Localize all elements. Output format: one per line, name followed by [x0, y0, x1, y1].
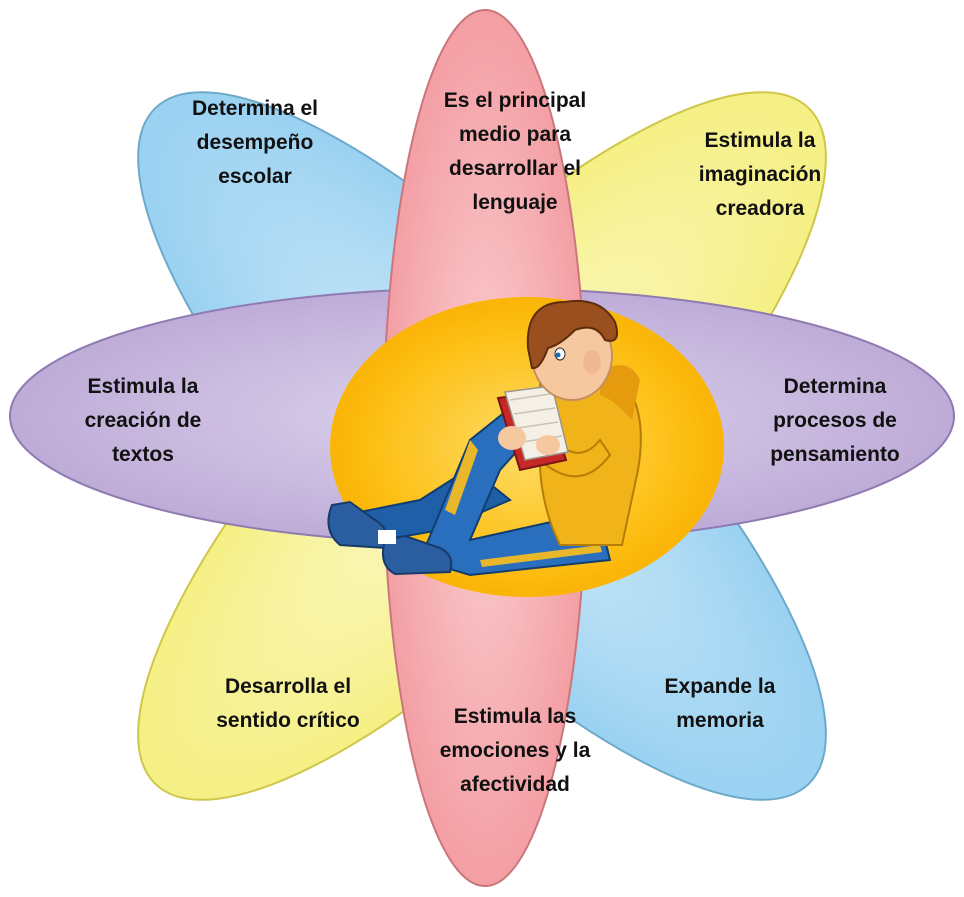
- petal-line: Desarrolla el: [224, 675, 352, 698]
- petal-line: textos: [112, 443, 174, 466]
- petal-label-left: Estimula la creación de textos: [48, 370, 238, 472]
- petal-line: Determina: [783, 375, 887, 398]
- petal-line: creadora: [715, 197, 805, 220]
- petal-line: Estimula la: [704, 129, 816, 152]
- petal-label-bottom-right: Expande la memoria: [630, 670, 810, 738]
- petal-line: desarrollar el: [449, 157, 581, 180]
- petal-line: afectividad: [460, 773, 570, 796]
- petal-label-right: Determina procesos de pensamiento: [735, 370, 935, 472]
- petal-line: procesos de: [773, 409, 897, 432]
- petal-line: medio para: [458, 123, 572, 146]
- petal-label-bottom-left: Desarrolla el sentido crítico: [188, 670, 388, 738]
- petal-line: Expande la: [664, 675, 776, 698]
- petal-line: Determina el: [191, 97, 319, 120]
- petal-line: emociones y la: [439, 739, 591, 762]
- petal-line: Estimula las: [453, 705, 577, 728]
- petal-line: lenguaje: [472, 191, 558, 214]
- petal-line: Es el principal: [443, 89, 587, 112]
- petal-line: desempeño: [196, 131, 314, 154]
- petal-label-bottom: Estimula las emociones y la afectividad: [405, 700, 625, 802]
- petal-line: creación de: [84, 409, 202, 432]
- petal-line: memoria: [676, 709, 764, 732]
- petal-label-top: Es el principal medio para desarrollar e…: [415, 84, 615, 220]
- petal-line: escolar: [218, 165, 292, 188]
- petal-line: Estimula la: [87, 375, 199, 398]
- petal-line: imaginación: [698, 163, 822, 186]
- boy-reading-icon: [327, 300, 642, 577]
- petal-line: pensamiento: [770, 443, 900, 466]
- petal-label-top-right: Estimula la imaginación creadora: [665, 124, 855, 226]
- petal-label-top-left: Determina el desempeño escolar: [160, 92, 350, 194]
- petal-line: sentido crítico: [216, 709, 360, 732]
